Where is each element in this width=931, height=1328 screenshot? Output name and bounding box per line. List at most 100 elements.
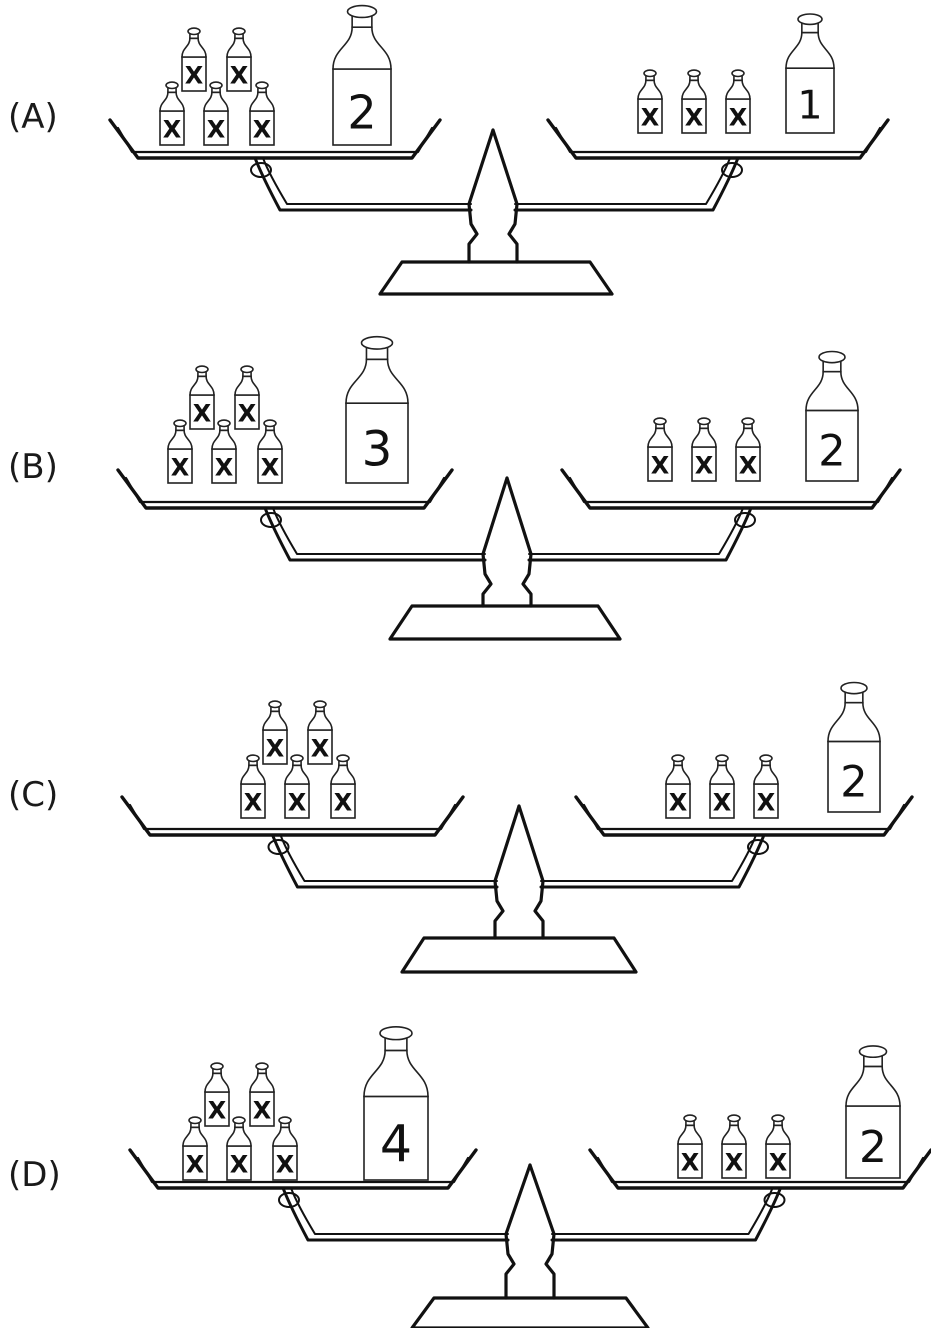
pillar	[493, 804, 545, 940]
unknown-bottle-lip	[290, 754, 304, 763]
unknown-bottle-shoulder	[203, 91, 229, 112]
unknown-bottle-lip	[232, 1116, 246, 1125]
unknown-bottle: X	[181, 27, 207, 92]
unknown-bottle-shoulder	[725, 79, 751, 100]
unknown-bottle-label: X	[261, 454, 280, 482]
unknown-bottle: X	[159, 81, 185, 146]
unknown-bottle-shoulder	[691, 427, 717, 448]
known-bottle-label: 3	[362, 421, 393, 477]
unknown-bottle-shoulder	[211, 429, 237, 450]
unknown-bottle-shoulder	[240, 764, 266, 785]
left-hook	[267, 839, 290, 855]
pillar	[467, 128, 519, 264]
right-arm	[527, 506, 753, 562]
unknown-bottle: X	[753, 754, 779, 819]
beam	[250, 156, 743, 212]
unknown-bottle-lip	[210, 1062, 224, 1071]
unknown-bottle: X	[665, 754, 691, 819]
option-label: (D)	[8, 1155, 61, 1195]
unknown-bottle-shoulder	[249, 1072, 275, 1093]
pillar	[481, 476, 533, 608]
right-arm-inner	[514, 157, 731, 205]
unknown-bottle-label: X	[681, 1149, 700, 1177]
unknown-bottle-shoulder	[765, 1124, 791, 1145]
unknown-bottle-lip	[278, 1116, 292, 1125]
unknown-bottle-body	[167, 448, 193, 484]
pillar-outline	[504, 1163, 556, 1300]
unknown-bottle-lip	[313, 700, 327, 709]
unknown-bottle: X	[257, 419, 283, 484]
right-hook	[734, 512, 756, 528]
unknown-bottle-shoulder	[181, 37, 207, 58]
right-pan-inner	[596, 1156, 925, 1184]
left-arm	[281, 1186, 510, 1242]
unknown-bottle-label: X	[215, 454, 234, 482]
unknown-bottle-shoulder	[753, 764, 779, 785]
known-bottle-shoulder	[827, 701, 881, 743]
unknown-bottle: X	[262, 700, 288, 765]
known-bottle: 3	[345, 335, 409, 484]
known-bottle-shoulder	[805, 370, 859, 412]
unknown-bottle-shoulder	[721, 1124, 747, 1145]
unknown-bottle-lip	[643, 69, 657, 78]
unknown-bottle-label: X	[311, 735, 330, 763]
right-arm	[513, 156, 740, 212]
unknown-bottle-label: X	[685, 104, 704, 132]
unknown-bottle-label: X	[769, 1149, 788, 1177]
unknown-bottle: X	[226, 27, 252, 92]
right-hook	[721, 162, 743, 178]
unknown-bottle: X	[203, 81, 229, 146]
unknown-bottle-body	[272, 1145, 298, 1181]
unknown-bottle-shoulder	[226, 37, 252, 58]
unknown-bottle-body	[182, 1145, 208, 1181]
unknown-bottle-lip	[715, 754, 729, 763]
unknown-bottle-shoulder	[257, 429, 283, 450]
unknown-bottle: X	[249, 1062, 275, 1127]
known-bottle-shoulder	[845, 1065, 901, 1107]
unknown-bottle-label: X	[739, 452, 758, 480]
unknown-bottle: X	[307, 700, 333, 765]
unknown-bottle-lip	[255, 81, 269, 90]
known-bottle-label: 1	[797, 83, 822, 129]
option-label: (A)	[8, 97, 58, 137]
unknown-bottle-lip	[683, 1114, 697, 1123]
left-pan	[116, 468, 454, 510]
unknown-bottle-lip	[336, 754, 350, 763]
known-bottle-lip	[818, 350, 846, 364]
right-pan	[560, 468, 902, 510]
unknown-bottle-label: X	[253, 116, 272, 144]
left-arm	[253, 156, 473, 212]
unknown-bottle-lip	[246, 754, 260, 763]
left-pan	[120, 795, 465, 837]
right-arm-inner	[528, 507, 744, 555]
unknown-bottle-label: X	[288, 789, 307, 817]
unknown-bottle-body	[307, 729, 333, 765]
right-arm	[550, 1186, 782, 1242]
scale-base	[378, 260, 614, 296]
left-hook	[278, 1192, 300, 1208]
right-arm	[539, 833, 766, 889]
known-bottle: 4	[363, 1025, 429, 1181]
unknown-bottle-body	[181, 56, 207, 92]
unknown-bottle-shoulder	[677, 1124, 703, 1145]
pillar	[504, 1163, 556, 1300]
unknown-bottle-label: X	[185, 62, 204, 90]
unknown-bottle-label: X	[193, 400, 212, 428]
left-arm-inner	[262, 157, 472, 205]
unknown-bottle-label: X	[163, 116, 182, 144]
unknown-bottle-body	[637, 98, 663, 134]
unknown-bottle-lip	[255, 1062, 269, 1071]
unknown-bottle-lip	[263, 419, 277, 428]
left-arm-inner	[279, 834, 498, 882]
unknown-bottle: X	[677, 1114, 703, 1179]
unknown-bottle-shoulder	[167, 429, 193, 450]
